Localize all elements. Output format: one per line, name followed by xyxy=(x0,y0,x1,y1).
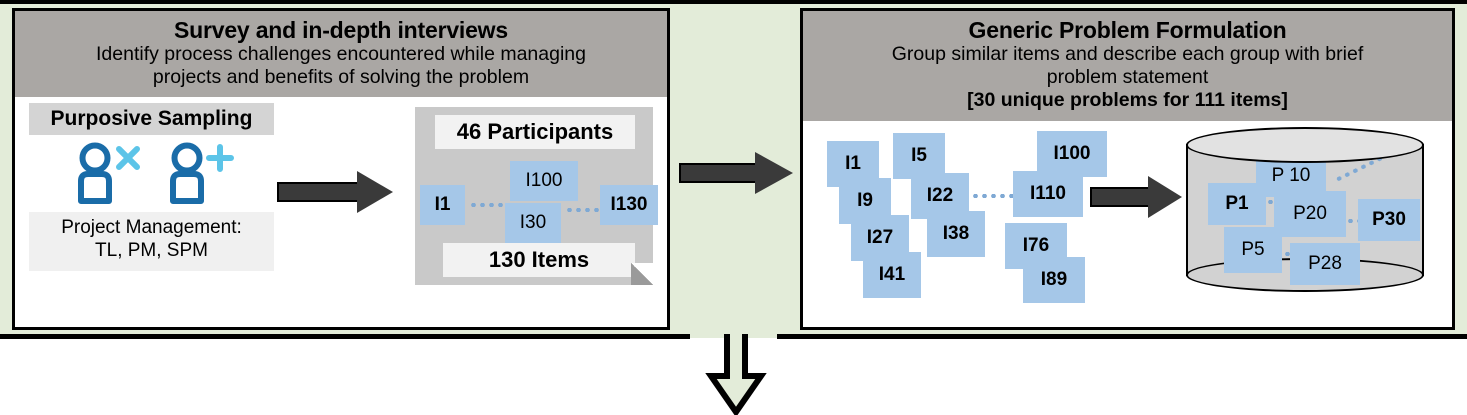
item-chip: P28 xyxy=(1290,242,1360,285)
item-chip: I100 xyxy=(510,161,578,202)
survey-panel-subtitle-line1: Identify process challenges encountered … xyxy=(96,43,586,66)
right-arrow-icon xyxy=(1090,175,1182,218)
chip-connector xyxy=(469,203,507,208)
container-border-bottom-right xyxy=(777,334,1467,339)
item-chip: I41 xyxy=(863,251,921,298)
item-chip: I100 xyxy=(1037,130,1107,177)
problem-panel-subtitle-line1: Group similar items and describe each gr… xyxy=(891,43,1364,66)
problem-panel-title: Generic Problem Formulation xyxy=(968,17,1287,43)
item-chip: I110 xyxy=(1013,170,1083,217)
sampling-roles-line1: Project Management: xyxy=(61,217,242,239)
item-chip: I130 xyxy=(600,185,658,226)
survey-panel-title: Survey and in-depth interviews xyxy=(174,17,508,43)
phase-panel-problem-formulation: Generic Problem Formulation Group simila… xyxy=(800,8,1455,330)
person-add-icon xyxy=(161,141,235,210)
item-chip: I38 xyxy=(927,210,985,257)
down-arrow-icon xyxy=(705,334,767,415)
phase-panel-survey: Survey and in-depth interviews Identify … xyxy=(12,8,670,330)
survey-panel-header: Survey and in-depth interviews Identify … xyxy=(15,11,667,98)
item-chip: I89 xyxy=(1023,256,1085,303)
survey-panel-subtitle-line2: projects and benefits of solving the pro… xyxy=(152,66,530,89)
problem-panel-subtitle-line2: problem statement xyxy=(1046,66,1209,89)
container-border-top xyxy=(0,0,1467,4)
right-arrow-icon xyxy=(679,152,793,194)
container-border-bottom-left xyxy=(0,334,690,339)
person-remove-icon xyxy=(69,141,143,210)
purposive-sampling-title: Purposive Sampling xyxy=(29,103,274,136)
cylinder-top-ellipse xyxy=(1186,126,1424,163)
item-chip: I30 xyxy=(505,203,561,244)
item-chip: I1 xyxy=(420,185,465,226)
items-count-label: 130 Items xyxy=(443,243,635,278)
right-arrow-icon xyxy=(277,171,393,214)
chip-connector xyxy=(565,208,601,213)
purposive-sampling-block: Purposive Sampling xyxy=(29,103,274,272)
problem-panel-bracket-note: [30 unique problems for 111 items] xyxy=(967,89,1288,112)
problem-panel-header: Generic Problem Formulation Group simila… xyxy=(803,11,1452,121)
survey-panel-body: Purposive Sampling xyxy=(15,97,667,297)
sampling-person-icons xyxy=(29,135,274,213)
chip-connector xyxy=(971,193,1013,198)
item-chip: P20 xyxy=(1274,190,1346,237)
participants-count-label: 46 Participants xyxy=(435,115,635,150)
item-chip: P5 xyxy=(1224,226,1282,273)
item-chip: P30 xyxy=(1358,198,1420,241)
sampling-roles: Project Management: TL, PM, SPM xyxy=(29,212,274,272)
page-fold-corner-icon xyxy=(631,263,653,286)
sampling-roles-line2: TL, PM, SPM xyxy=(95,240,208,262)
item-chip: I5 xyxy=(893,132,945,179)
